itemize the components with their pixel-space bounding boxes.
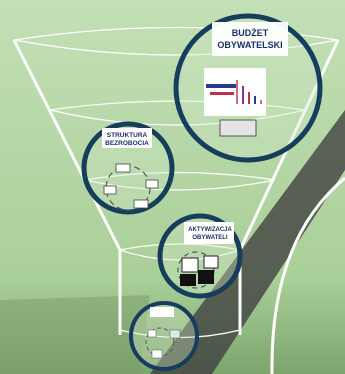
small-box-1 xyxy=(170,330,180,338)
struktura-box-left xyxy=(104,186,116,194)
node-aktywizacja-obywateli[interactable]: AKTYWIZACJA OBYWATELI xyxy=(160,216,240,296)
budzet-title-line2: OBYWATELSKI xyxy=(217,40,282,50)
small-title-box xyxy=(150,307,174,317)
node-budzet-obywatelski[interactable]: BUDŻET OBYWATELSKI xyxy=(176,16,320,160)
ground-shadow xyxy=(0,295,150,374)
aktywizacja-box-black-1 xyxy=(198,270,214,284)
aktywizacja-title-line2: OBYWATELI xyxy=(192,235,228,241)
aktywizacja-box-white-1 xyxy=(182,258,198,272)
small-box-2 xyxy=(152,350,162,358)
budzet-title-line1: BUDŻET xyxy=(232,28,269,38)
struktura-box-bottom xyxy=(134,200,148,208)
aktywizacja-box-black-2 xyxy=(180,274,196,286)
aktywizacja-box-white-2 xyxy=(204,256,218,268)
struktura-box-right xyxy=(146,180,158,188)
node-small[interactable] xyxy=(131,303,197,369)
struktura-title-line1: STRUKTURA xyxy=(107,132,148,139)
aktywizacja-title-line1: AKTYWIZACJA xyxy=(188,227,232,233)
struktura-box-top xyxy=(116,164,130,172)
struktura-title-line2: BEZROBOCIA xyxy=(105,140,149,147)
budzet-thumbnail xyxy=(220,120,256,136)
small-box-3 xyxy=(148,330,156,337)
node-struktura-bezrobocia[interactable]: STRUKTURA BEZROBOCIA xyxy=(84,124,172,212)
